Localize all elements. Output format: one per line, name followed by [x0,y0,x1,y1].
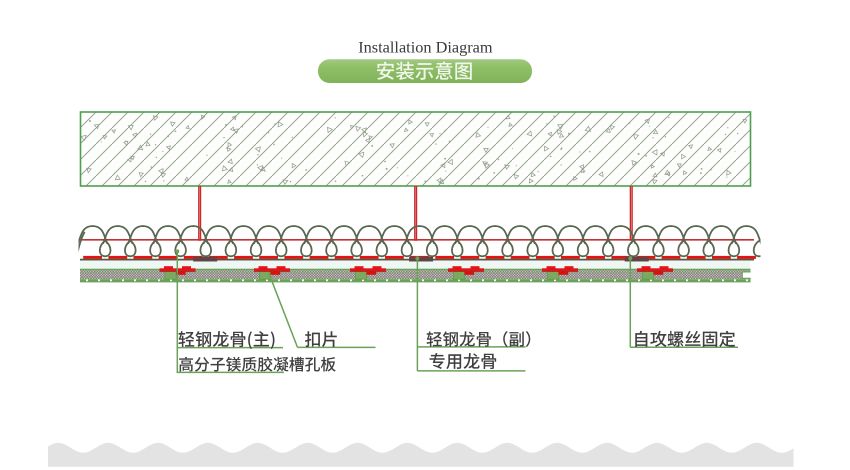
svg-text:Installation Diagram: Installation Diagram [358,38,493,57]
